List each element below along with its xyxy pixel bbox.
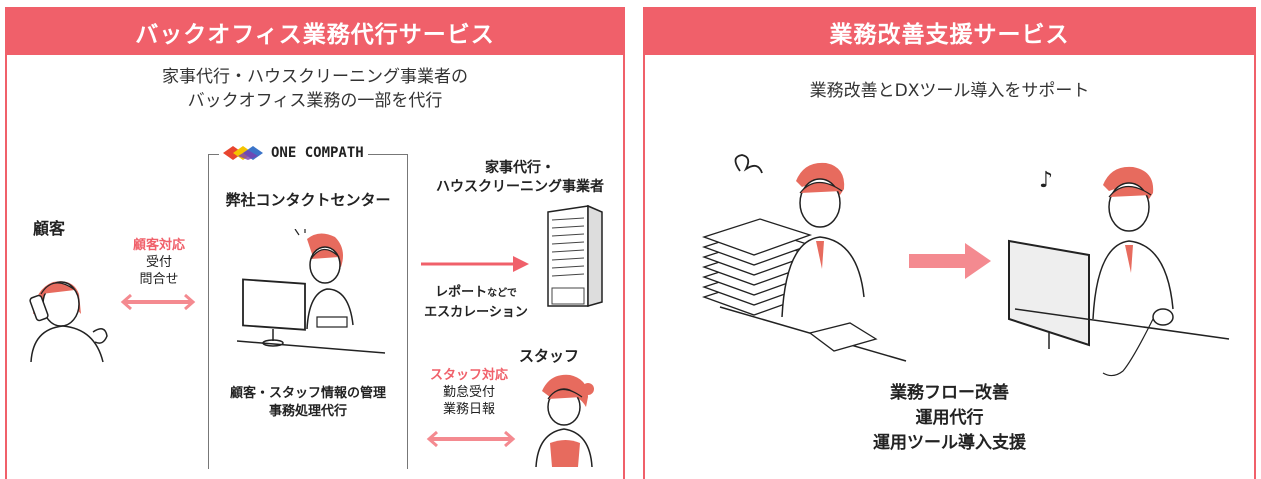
customer-support-title: 顧客対応 xyxy=(132,238,185,253)
staff-support-item1: 勤怠受付 xyxy=(442,385,495,400)
result-workflow: 業務フロー改善 xyxy=(890,383,1009,403)
report-escalation: レポートなどで エスカレーション xyxy=(411,283,541,322)
contact-center-box: ONE COMPATH 弊社コンタクトセンター 顧客・スタッフ情報の管理 事務処… xyxy=(208,145,408,469)
operator-illustration xyxy=(237,229,386,354)
backoffice-lead-line1: 家事代行・ハウスクリーニング事業者の xyxy=(162,67,468,87)
business-operator-line2: ハウスクリーニング事業者 xyxy=(436,179,604,195)
backoffice-service-panel: バックオフィス業務代行サービス 家事代行・ハウスクリーニング事業者の バックオフ… xyxy=(5,7,625,479)
backoffice-service-title: バックオフィス業務代行サービス xyxy=(7,9,623,55)
staff-label: スタッフ xyxy=(519,347,580,365)
staff-two-way-arrow xyxy=(426,430,516,448)
svg-text:♪: ♪ xyxy=(1039,168,1053,193)
improvement-results: 業務フロー改善 運用代行 運用ツール導入支援 xyxy=(645,381,1254,456)
business-operator-building-icon xyxy=(547,204,603,307)
result-operation: 運用代行 xyxy=(915,408,984,428)
contact-center-task1: 顧客・スタッフ情報の管理 xyxy=(229,386,386,401)
improvement-service-panel: 業務改善支援サービス 業務改善とDXツール導入をサポート ♪ xyxy=(643,7,1256,479)
report-arrow xyxy=(421,256,529,272)
report-text: レポート xyxy=(435,285,488,300)
company-logo-icon xyxy=(223,146,263,160)
contact-center-title: 弊社コンタクトセンター xyxy=(225,191,391,209)
staff-illustration xyxy=(535,374,594,467)
company-logo: ONE COMPATH xyxy=(219,145,368,161)
customer-support-item1: 受付 xyxy=(145,255,172,270)
staff-support-title: スタッフ対応 xyxy=(429,368,508,383)
customer-support-item2: 問合せ xyxy=(139,272,179,287)
backoffice-lead-line2: バックオフィス業務の一部を代行 xyxy=(187,91,443,111)
customer-two-way-arrow xyxy=(120,293,196,311)
customer-illustration xyxy=(29,281,108,363)
business-operator-label: 家事代行・ ハウスクリーニング事業者 xyxy=(415,159,625,197)
before-illustration xyxy=(701,154,907,362)
backoffice-lead: 家事代行・ハウスクリーニング事業者の バックオフィス業務の一部を代行 xyxy=(7,65,623,113)
business-operator-line1: 家事代行・ xyxy=(485,160,555,176)
improvement-arrow xyxy=(909,243,991,279)
report-text-small: などで xyxy=(487,288,517,299)
result-tool-support: 運用ツール導入支援 xyxy=(873,433,1026,453)
staff-support: スタッフ対応 勤怠受付 業務日報 xyxy=(415,367,523,418)
customer-support: 顧客対応 受付 問合せ xyxy=(119,237,199,288)
improvement-lead: 業務改善とDXツール導入をサポート xyxy=(809,81,1090,101)
contact-center-task2: 事務処理代行 xyxy=(268,404,347,419)
staff-support-item2: 業務日報 xyxy=(442,402,495,417)
improvement-service-title: 業務改善支援サービス xyxy=(645,9,1254,55)
contact-center-tasks: 顧客・スタッフ情報の管理 事務処理代行 xyxy=(209,385,407,421)
company-logo-text: ONE COMPATH xyxy=(271,145,364,161)
after-illustration: ♪ xyxy=(1008,166,1230,377)
escalation-text: エスカレーション xyxy=(424,305,528,320)
customer-label: 顧客 xyxy=(33,219,66,238)
